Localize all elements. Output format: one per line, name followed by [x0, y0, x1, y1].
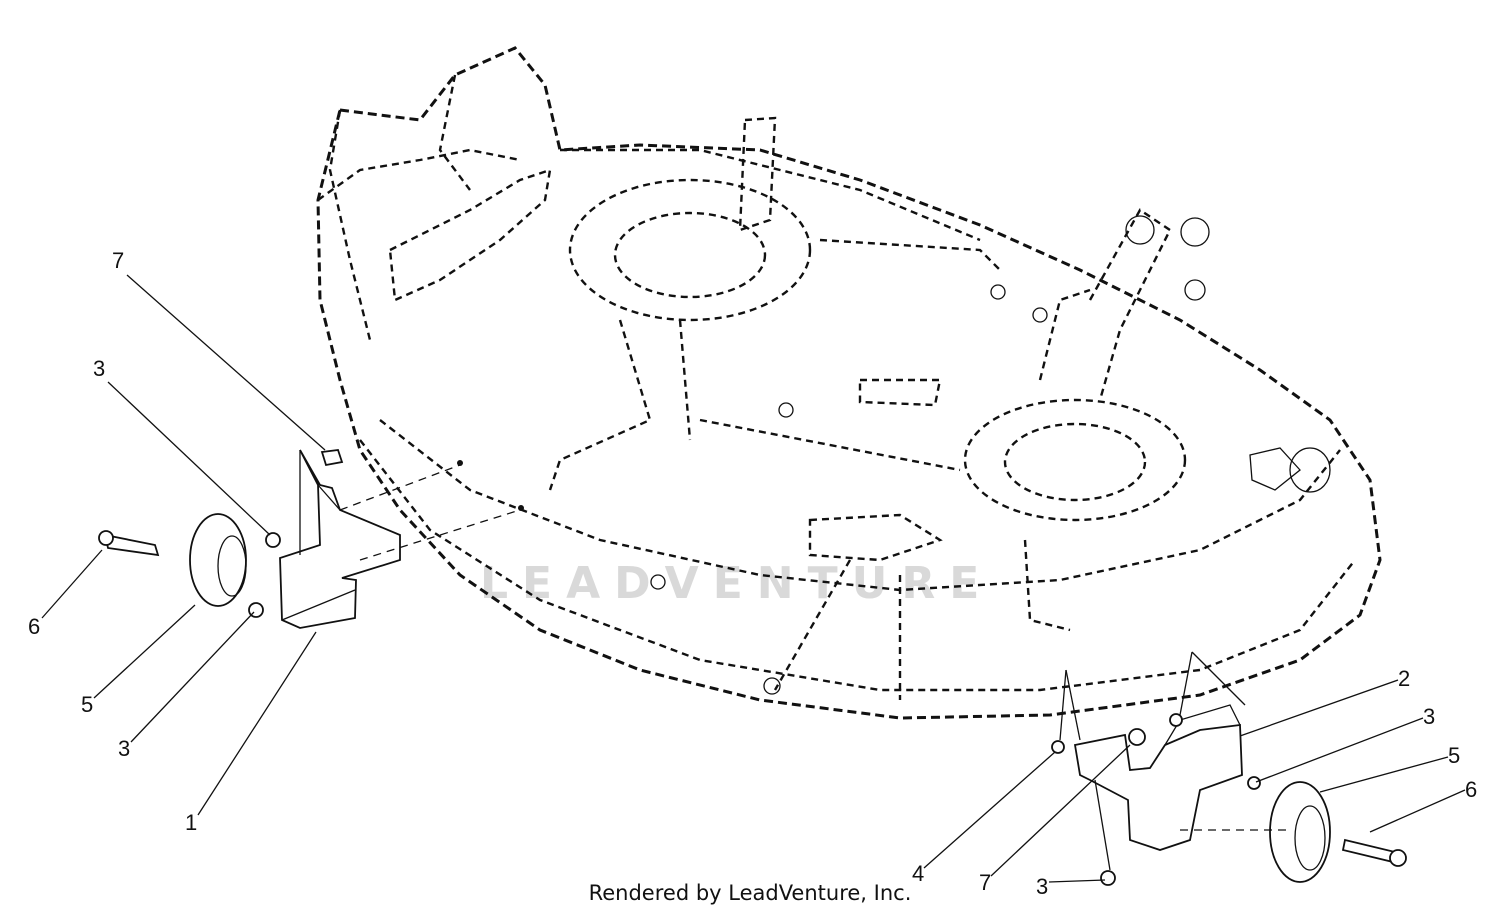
render-credit: Rendered by LeadVenture, Inc. — [588, 881, 912, 905]
callout-label: 3 — [1423, 704, 1435, 729]
left-gauge-wheel-assembly — [98, 449, 524, 629]
leadventure-watermark: LEADVENTURE — [480, 558, 994, 609]
right-gauge-wheel-assembly — [1051, 651, 1407, 886]
callout-label: 4 — [912, 861, 924, 886]
callout-label: 5 — [1448, 743, 1460, 768]
callout-label: 5 — [81, 692, 93, 717]
callout-label: 7 — [112, 248, 124, 273]
callout-label: 2 — [1398, 666, 1410, 691]
callout-labels: 7 3 6 5 3 1 2 3 5 6 4 7 3 — [28, 248, 1477, 899]
callout-label: 7 — [979, 870, 991, 895]
leader-lines — [41, 274, 1466, 883]
callout-label: 6 — [1465, 777, 1477, 802]
callout-label: 3 — [118, 736, 130, 761]
callout-label: 3 — [93, 356, 105, 381]
callout-label: 1 — [185, 810, 197, 835]
callout-label: 6 — [28, 614, 40, 639]
mower-deck — [316, 46, 1382, 720]
callout-label: 3 — [1036, 874, 1048, 899]
